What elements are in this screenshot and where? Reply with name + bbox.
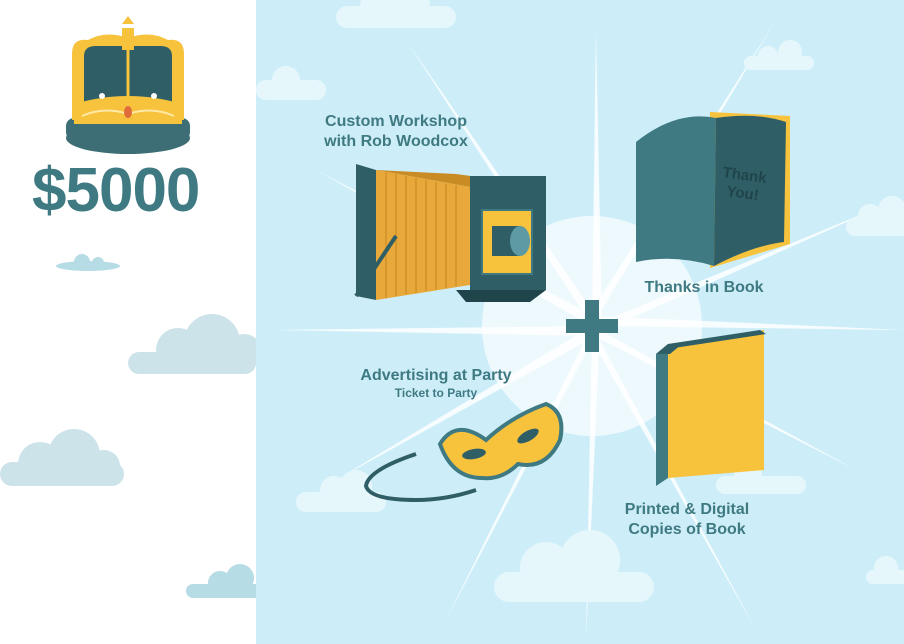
copies-label-line1: Printed & Digital [624,501,750,518]
copies-label: Printed & Digital Copies of Book [602,500,772,540]
cloud-icon [56,254,120,271]
cloud-icon [744,40,814,70]
background-art: Thank You! [256,0,904,640]
cloud-icon [0,429,124,486]
cloud-icon [846,196,904,236]
workshop-label-line2: with Rob Woodcox [324,133,468,150]
left-clouds [0,254,256,598]
plus-icon [566,300,618,352]
cloud-icon [336,0,456,28]
cloud-icon [128,314,256,374]
cloud-icon [256,66,326,100]
closed-book-icon [656,330,766,486]
book-thank-text: Thank [722,164,769,187]
open-book-icon: Thank You! [636,112,790,268]
copies-label-line2: Copies of Book [628,521,746,538]
book-you-text: You! [725,183,759,204]
reward-panel: Thank You! Custom Workshop with Rob Wood… [256,0,904,644]
cloud-icon [296,470,386,512]
cloud-icon [494,530,654,602]
cloud-icon [866,556,904,584]
cloud-icon [186,564,256,598]
workshop-label-line1: Custom Workshop [325,113,467,130]
advertising-label: Advertising at Party [360,367,512,384]
workshop-label: Custom Workshop with Rob Woodcox [306,112,486,152]
camera-icon [354,164,546,302]
ticket-label: Ticket to Party [394,386,478,400]
left-panel: $5000 [0,0,256,644]
mask-icon [363,401,564,503]
price-label: $5000 [32,156,200,225]
thanks-book-label: Thanks in Book [644,279,764,296]
crown-icon [66,16,190,154]
